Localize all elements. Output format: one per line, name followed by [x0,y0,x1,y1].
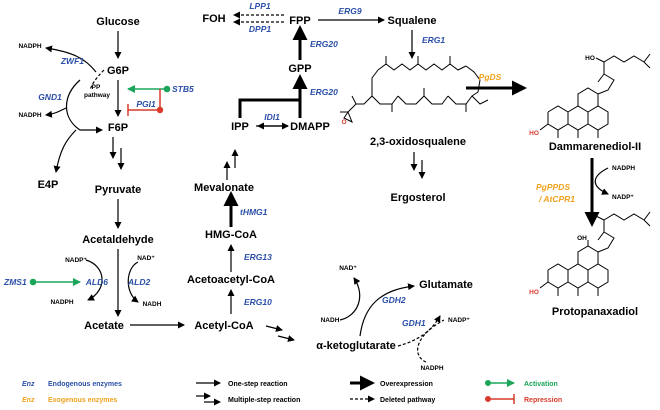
metabolite-mevalonate: Mevalonate [194,182,254,194]
metabolite-f6p: F6P [108,122,128,134]
legend-repression-label: Repression [524,397,562,404]
arrow-f6p-e4p [53,129,77,173]
metabolite-dmapp: DMAPP [290,121,330,133]
enzyme-atcpr1: / AtCPR1 [538,194,575,204]
legend-activation-node [485,380,491,386]
cofactor-nadp-gdh1: NADP⁺ [448,317,470,324]
enzyme-lpp1: LPP1 [249,1,271,11]
enzyme-erg13: ERG13 [244,252,272,262]
cofactor-nadph-ppd: NADPH [612,165,635,172]
metabolite-ketoglutarate: α-ketoglutarate [316,340,396,352]
enzyme-erg1: ERG1 [422,35,445,45]
oxidosqualene-structure [340,56,489,124]
cofactor-nad-ald: NAD⁺ [137,255,155,262]
oxygen-epoxide: O [341,119,346,126]
hydroxyl-dammarenediol-top: HO [585,55,595,62]
metabolite-gpp: GPP [288,63,311,75]
metabolite-pyruvate: Pyruvate [95,184,141,196]
metabolite-protopanaxadiol: Protopanaxadiol [552,306,638,318]
legend: Enz Endogenous enzymes Enz Exogenous enz… [22,375,562,406]
zms1-node [29,278,37,286]
cofactor-nadh-ald: NADH [143,301,162,308]
curve-nadph-nadp-ppd [594,167,609,195]
arrow-acetylcoa-akg-b [277,335,295,342]
arrow-nadph-gnd [45,107,67,118]
cofactor-nadp-ppd: NADP⁺ [612,194,634,201]
legend-one-step-label: One-step reaction [228,381,288,388]
enzyme-pgds: PgDS [479,72,502,82]
pp-pathway-label-1: PP [92,84,101,91]
legend-repression-node [485,396,491,402]
enzyme-erg9: ERG9 [338,6,361,16]
metabolite-ipp: IPP [231,121,249,133]
legend-enz-exogenous: Enz [22,397,35,404]
cofactor-nadph-zwf: NADPH [18,43,41,50]
legend-activation-label: Activation [524,381,558,388]
enzyme-erg10: ERG10 [244,297,272,307]
metabolite-glutamate: Glutamate [419,279,473,291]
legend-multi-step-label: Multiple-step reaction [228,397,300,404]
curve-nadph-nadp-gdh1 [417,319,445,363]
enzyme-gdh1: GDH1 [402,318,426,328]
curve-nadh-nad-gdh2 [339,277,361,321]
enzyme-thmg1: tHMG1 [240,207,268,217]
metabolite-ergosterol: Ergosterol [390,192,445,204]
enzyme-erg20-a: ERG20 [310,87,338,97]
arrow-pp-loop [66,79,103,134]
metabolite-squalene: Squalene [388,15,437,27]
cofactor-nadph-ald: NADPH [50,299,73,306]
enzyme-ald6: ALD6 [85,277,108,287]
arrow-akg-glutamate [359,283,415,337]
enzyme-zms1: ZMS1 [3,277,27,287]
enzyme-stb5: STB5 [172,84,194,94]
hydroxyl-ppd-bottom: HO [529,289,539,296]
bracket-ipp-dmapp [238,98,302,118]
metabolite-foh: FOH [202,13,225,25]
arrow-g6p-pp-pathway [89,69,105,91]
protopanaxadiol-structure [539,211,651,296]
cofactor-nadh-gdh2: NADH [321,317,340,324]
legend-exogenous-label: Exogenous enzymes [48,397,117,404]
metabolite-acetoacetyl-coa: Acetoacetyl-CoA [187,274,275,286]
hydroxyl-ppd-top: HO [587,213,597,220]
arrow-nadph-zwf [45,45,97,73]
enzyme-gnd1: GND1 [38,92,62,102]
cofactor-nad-gdh2: NAD⁺ [339,265,357,272]
hydroxyl-ppd-oh: OH [577,235,587,242]
cofactor-nadph-gnd: NADPH [18,112,41,119]
metabolite-oxidosqualene: 2,3-oxidosqualene [370,136,466,148]
metabolite-hmg-coa: HMG-CoA [205,229,257,241]
legend-overexpression-label: Overexpression [380,381,433,388]
legend-deleted-label: Deleted pathway [380,397,435,404]
enzyme-erg20-b: ERG20 [310,39,338,49]
curve-nadp-nadph [85,259,103,301]
metabolite-fpp: FPP [289,15,310,27]
pp-pathway-label-2: pathway [84,92,110,99]
cofactor-nadph-gdh1: NADPH [420,365,443,372]
enzyme-gdh2: GDH2 [382,295,406,305]
enzyme-pgi1: PGI1 [136,99,156,109]
metabolite-acetate: Acetate [84,320,124,332]
stb5-node [163,85,171,93]
metabolite-glucose: Glucose [96,16,139,28]
deleted-gdh1 [397,315,441,347]
metabolite-acetyl-coa: Acetyl-CoA [194,320,253,332]
enzyme-pgppds: PgPPDS [536,182,570,192]
metabolite-acetaldehyde: Acetaldehyde [82,234,154,246]
legend-enz-endogenous: Enz [22,381,35,388]
hydroxyl-dammarenediol-bottom: HO [529,130,539,137]
metabolite-e4p: E4P [38,179,59,191]
enzyme-idi1: IDI1 [264,112,280,122]
metabolite-dammarenediol: Dammarenediol-II [549,141,641,153]
enzyme-dpp1: DPP1 [249,24,271,34]
legend-endogenous-label: Endogenous enzymes [48,381,122,388]
enzyme-ald2: ALD2 [127,277,150,287]
cofactor-nadp-ald: NADP⁺ [65,257,87,264]
curve-nad-nadh [127,261,139,303]
enzyme-zwf1: ZWF1 [60,56,84,66]
arrow-acetylcoa-akg-a [265,325,283,332]
dammarenediol-structure [539,53,651,138]
metabolite-g6p: G6P [107,65,129,77]
